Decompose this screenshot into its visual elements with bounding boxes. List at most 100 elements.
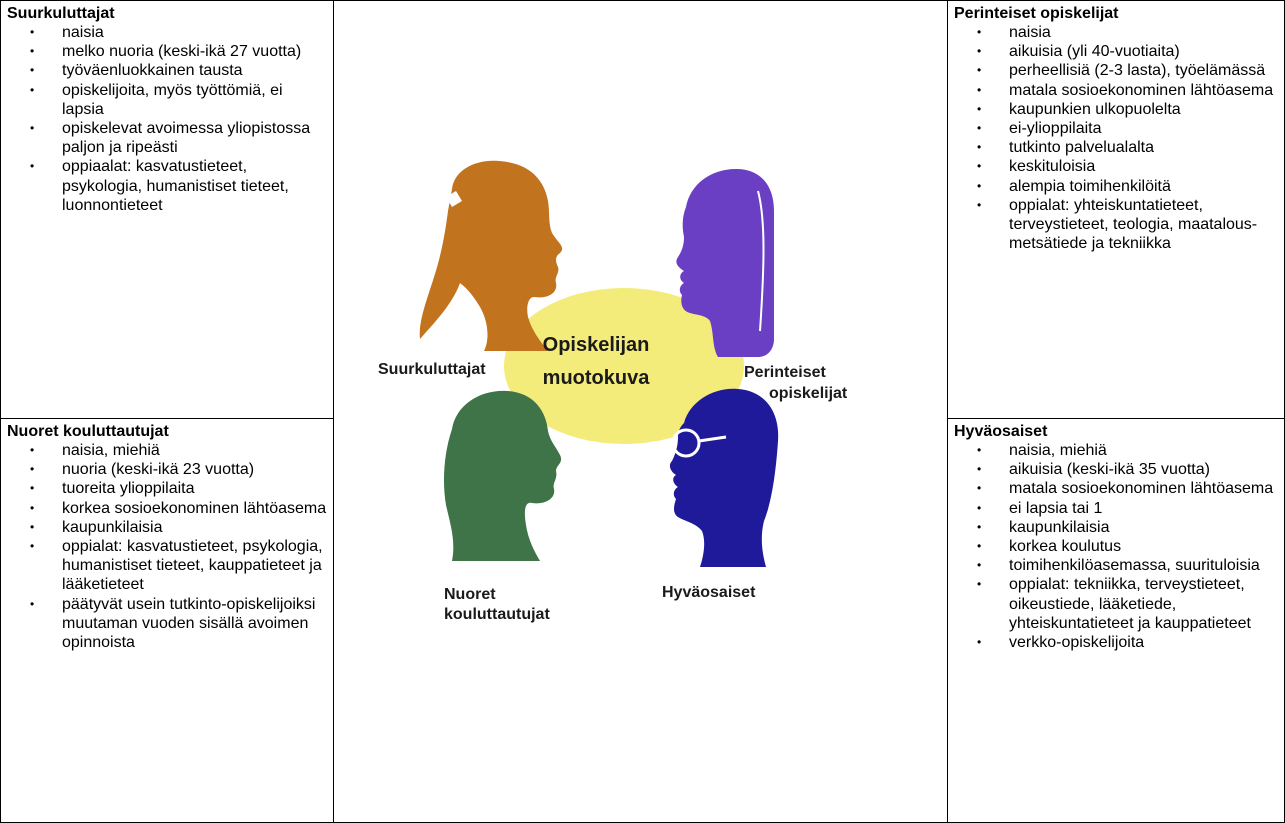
- bullet-icon: •: [977, 178, 982, 193]
- bullet-icon: •: [30, 596, 35, 611]
- bullet-icon: •: [30, 159, 35, 174]
- orange-ribbon: [446, 191, 462, 207]
- bullet-icon: •: [30, 443, 35, 457]
- panel-title: Perinteiset opiskelijat: [954, 5, 1119, 22]
- list-item: • verkko-opiskelijoita: [954, 633, 1278, 652]
- list-item: • korkea sosioekonominen lähtöasema: [7, 499, 327, 518]
- bullet-list: •naisia, miehiä•nuoria (keski-ikä 23 vuo…: [7, 441, 327, 652]
- list-item-text: oppialat: tekniikka, terveystieteet, oik…: [1009, 576, 1251, 632]
- list-item-text: perheellisiä (2-3 lasta), työelämässä: [1009, 62, 1266, 80]
- list-item-text: kaupunkilaisia: [62, 518, 163, 536]
- list-item: •naisia: [954, 23, 1278, 42]
- list-item: •kaupunkilaisia: [954, 518, 1278, 537]
- list-item: • matala sosioekonominen lähtöasema: [954, 479, 1278, 498]
- panel-suurkuluttajat: Suurkuluttajat •naisia•melko nuoria (kes…: [0, 0, 334, 419]
- center-ellipse: [504, 288, 744, 444]
- list-item: • aikuisia (yli 40-vuotiaita): [954, 42, 1278, 61]
- list-item-text: opiskelijoita, myös työttömiä, ei lapsia: [62, 81, 283, 118]
- label-hyvaosaiset: Hyväosaiset: [662, 584, 756, 601]
- list-item: • korkea koulutus: [954, 537, 1278, 556]
- list-item: •naisia, miehiä: [7, 441, 327, 460]
- green-head-silhouette: [444, 390, 562, 561]
- list-item-text: oppiaalat: kasvatustieteet, psykologia, …: [62, 158, 289, 214]
- list-item: •oppialat: tekniikka, terveystieteet, oi…: [954, 575, 1278, 633]
- list-item-text: naisia, miehiä: [1009, 442, 1107, 459]
- list-item-text: keskituloisia: [1009, 158, 1096, 176]
- label-perinteiset-line1: Perinteiset: [744, 364, 826, 381]
- bullet-icon: •: [977, 101, 982, 116]
- bullet-icon: •: [977, 558, 982, 573]
- list-item-text: ei lapsia tai 1: [1009, 499, 1103, 517]
- bullet-icon: •: [30, 481, 35, 496]
- list-item: • nuoria (keski-ikä 23 vuotta): [7, 460, 327, 479]
- list-item-text: päätyvät usein tutkinto-opiskelijoiksi m…: [62, 595, 316, 652]
- bullet-icon: •: [30, 82, 35, 97]
- glasses-icon: [671, 428, 701, 458]
- bullet-icon: •: [977, 519, 982, 534]
- list-item: • tuoreita ylioppilaita: [7, 479, 327, 498]
- bullet-icon: •: [977, 140, 982, 155]
- bullet-icon: •: [977, 63, 982, 78]
- list-item: •aikuisia (keski-ikä 35 vuotta): [954, 460, 1278, 479]
- bullet-icon: •: [977, 539, 982, 554]
- list-item-text: oppialat: kasvatustieteet, psykologia, h…: [62, 538, 323, 594]
- bullet-icon: •: [977, 443, 982, 457]
- list-item-text: tutkinto palvelualalta: [1009, 139, 1154, 157]
- bullet-list: • naisia, miehiä•aikuisia (keski-ikä 35 v…: [954, 441, 1278, 652]
- label-perinteiset-line2: opiskelijat: [769, 385, 848, 402]
- list-item: • naisia: [7, 23, 327, 42]
- list-item-text: korkea koulutus: [1009, 538, 1122, 556]
- panel-nuoret-kouluttautujat: Nuoret kouluttautujat •naisia, miehiä•nu…: [0, 418, 334, 823]
- list-item: • keskituloisia: [954, 157, 1278, 176]
- bullet-icon: •: [977, 197, 982, 212]
- list-item-text: naisia: [1009, 24, 1051, 41]
- list-item: • tutkinto palvelualalta: [954, 138, 1278, 157]
- label-nuoret-line1: Nuoret: [444, 586, 496, 603]
- list-item: • oppiaalat: kasvatustieteet, psykologia,…: [7, 157, 327, 215]
- panel-hyvaosaiset: Hyväosaiset •naisia, miehiä•aikuisia (ke…: [947, 418, 1285, 823]
- purple-head-silhouette: [676, 169, 774, 357]
- list-item-text: nuoria (keski-ikä 23 vuotta): [62, 461, 255, 479]
- list-item: • ei lapsia tai 1: [954, 499, 1278, 518]
- bullet-icon: •: [30, 500, 35, 515]
- list-item-text: aikuisia (yli 40-vuotiaita): [1009, 43, 1180, 61]
- list-item: • naisia, miehiä: [954, 441, 1278, 460]
- glasses-arm: [698, 435, 727, 443]
- list-item: • alempia toimihenkilöitä: [954, 177, 1278, 196]
- list-item-text: toimihenkilöasemassa, suurituloisia: [1009, 557, 1260, 575]
- list-item: • toimihenkilöasemassa, suurituloisia: [954, 556, 1278, 575]
- label-center-line1: Opiskelijan: [543, 334, 650, 356]
- bullet-icon: •: [977, 159, 982, 174]
- bullet-list: • naisia•melko nuoria (keski-ikä 27 vuott…: [7, 23, 327, 215]
- bullet-icon: •: [30, 519, 35, 534]
- bullet-icon: •: [977, 500, 982, 515]
- list-item: •opiskelevat avoimessa yliopistossa palj…: [7, 119, 327, 157]
- list-item-text: kaupunkien ulkopuolelta: [1009, 100, 1181, 118]
- orange-head-silhouette: [419, 160, 563, 351]
- bullet-icon: •: [30, 462, 35, 477]
- list-item-text: alempia toimihenkilöitä: [1009, 177, 1171, 195]
- bullet-icon: •: [977, 635, 982, 650]
- bullet-icon: •: [977, 462, 982, 477]
- bullet-icon: •: [30, 63, 35, 78]
- list-item-text: tuoreita ylioppilaita: [62, 480, 195, 498]
- list-item: •työväenluokkainen tausta: [7, 61, 327, 80]
- bullet-icon: •: [977, 121, 982, 136]
- list-item-text: verkko-opiskelijoita: [1009, 634, 1145, 652]
- list-item-text: matala sosioekonominen lähtöasema: [1009, 480, 1274, 498]
- purple-hair-line: [757, 190, 765, 332]
- list-item-text: matala sosioekonominen lähtöasema: [1009, 81, 1274, 99]
- bullet-icon: •: [977, 44, 982, 59]
- label-center-line2: muotokuva: [543, 367, 651, 389]
- bullet-icon: •: [977, 481, 982, 496]
- list-item: •oppialat: yhteiskuntatieteet, terveysti…: [954, 196, 1278, 254]
- list-item-text: korkea sosioekonominen lähtöasema: [62, 499, 327, 517]
- bullet-icon: •: [30, 25, 35, 39]
- list-item: •melko nuoria (keski-ikä 27 vuotta): [7, 42, 327, 61]
- label-suurkuluttajat: Suurkuluttajat: [378, 361, 486, 378]
- list-item: • kaupunkilaisia: [7, 518, 327, 537]
- list-item: •matala sosioekonominen lähtöasema: [954, 81, 1278, 100]
- list-item: • perheellisiä (2-3 lasta), työelämässä: [954, 61, 1278, 80]
- list-item: •oppialat: kasvatustieteet, psykologia, …: [7, 537, 327, 595]
- list-item-text: naisia: [62, 24, 104, 41]
